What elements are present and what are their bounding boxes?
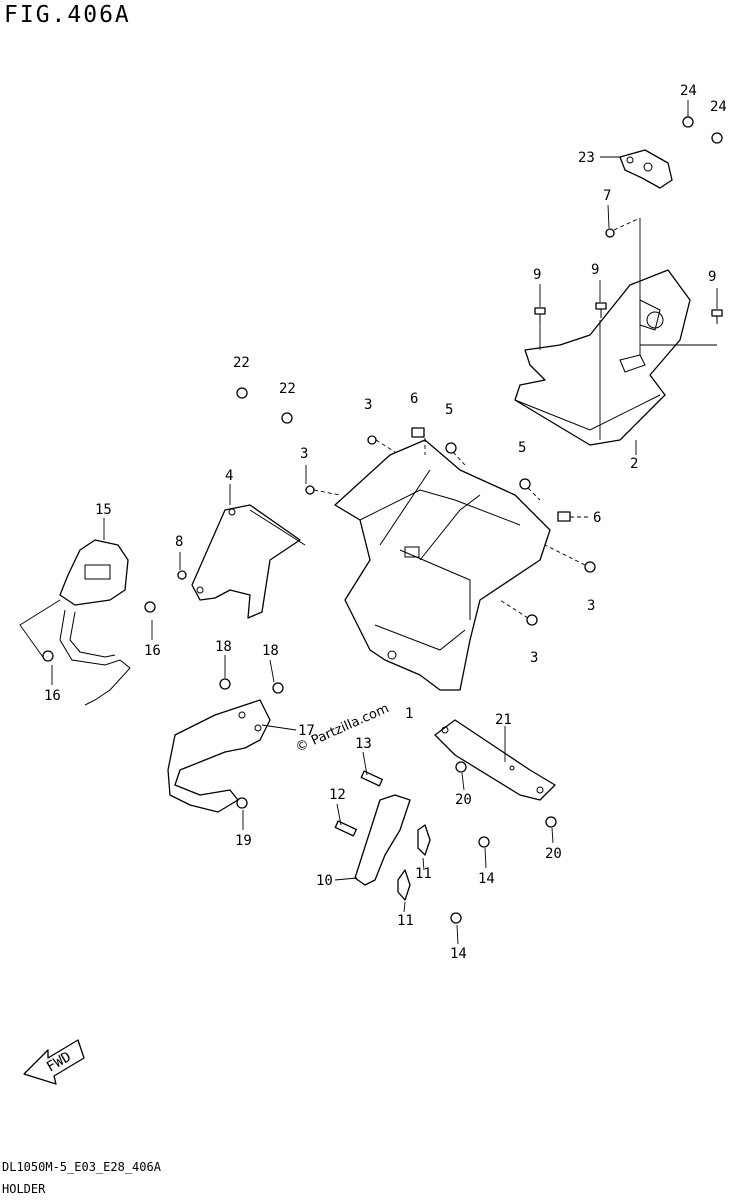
callout-13: 13 (355, 736, 372, 752)
callout-8: 8 (175, 534, 183, 550)
bolt-9-icon (534, 302, 723, 324)
callout-16: 16 (144, 643, 161, 659)
leader-lines (19, 100, 718, 945)
callout-11: 11 (397, 913, 414, 929)
callout-3: 3 (364, 397, 372, 413)
callout-11: 11 (415, 866, 432, 882)
callout-1: 1 (405, 706, 413, 722)
part-11-clip (397, 869, 411, 901)
callout-19: 19 (235, 833, 252, 849)
part-23-bracket (619, 149, 673, 189)
callout-4: 4 (225, 468, 233, 484)
part-2-cover (514, 269, 691, 446)
part-11-clip-upper (417, 824, 431, 856)
callout-9: 9 (591, 262, 599, 278)
callout-12: 12 (329, 787, 346, 803)
part-1-holder (334, 439, 551, 691)
callout-labels: 1 2 3 3 3 3 4 5 5 6 6 7 8 9 9 9 10 11 11… (44, 83, 727, 962)
screw-13-icon (360, 770, 383, 787)
part-4-bracket (191, 504, 306, 619)
part-21-plate (434, 719, 556, 801)
callout-5: 5 (518, 440, 526, 456)
callout-22: 22 (279, 381, 296, 397)
callout-7: 7 (603, 188, 611, 204)
callout-18: 18 (215, 639, 232, 655)
callout-5: 5 (445, 402, 453, 418)
bolt-24-icon (682, 116, 723, 144)
part-17-bracket (167, 699, 271, 813)
fwd-arrow-icon: FWD (23, 1039, 85, 1085)
callout-10: 10 (316, 873, 333, 889)
callout-24: 24 (680, 83, 697, 99)
fastener-icons (42, 387, 596, 924)
callout-6: 6 (410, 391, 418, 407)
callout-3: 3 (587, 598, 595, 614)
callout-18: 18 (262, 643, 279, 659)
callout-20: 20 (545, 846, 562, 862)
figure-title: FIG.406A (4, 2, 131, 28)
screw-7-icon (605, 228, 615, 238)
diagram-code: DL1050M-5_E03_E28_406A (2, 1160, 161, 1174)
screw-12-icon (334, 820, 357, 837)
callout-2: 2 (630, 456, 638, 472)
callout-9: 9 (708, 269, 716, 285)
callout-3: 3 (300, 446, 308, 462)
callout-14: 14 (450, 946, 467, 962)
callout-16: 16 (44, 688, 61, 704)
callout-15: 15 (95, 502, 112, 518)
callout-23: 23 (578, 150, 595, 166)
callout-22: 22 (233, 355, 250, 371)
diagram-caption: HOLDER (2, 1182, 46, 1196)
callout-20: 20 (455, 792, 472, 808)
callout-14: 14 (478, 871, 495, 887)
part-10-strap (354, 794, 411, 886)
callout-9: 9 (533, 267, 541, 283)
callout-6: 6 (593, 510, 601, 526)
callout-21: 21 (495, 712, 512, 728)
callout-3: 3 (530, 650, 538, 666)
part-15-bracket (59, 539, 131, 706)
callout-17: 17 (298, 723, 315, 739)
callout-24: 24 (710, 99, 727, 115)
